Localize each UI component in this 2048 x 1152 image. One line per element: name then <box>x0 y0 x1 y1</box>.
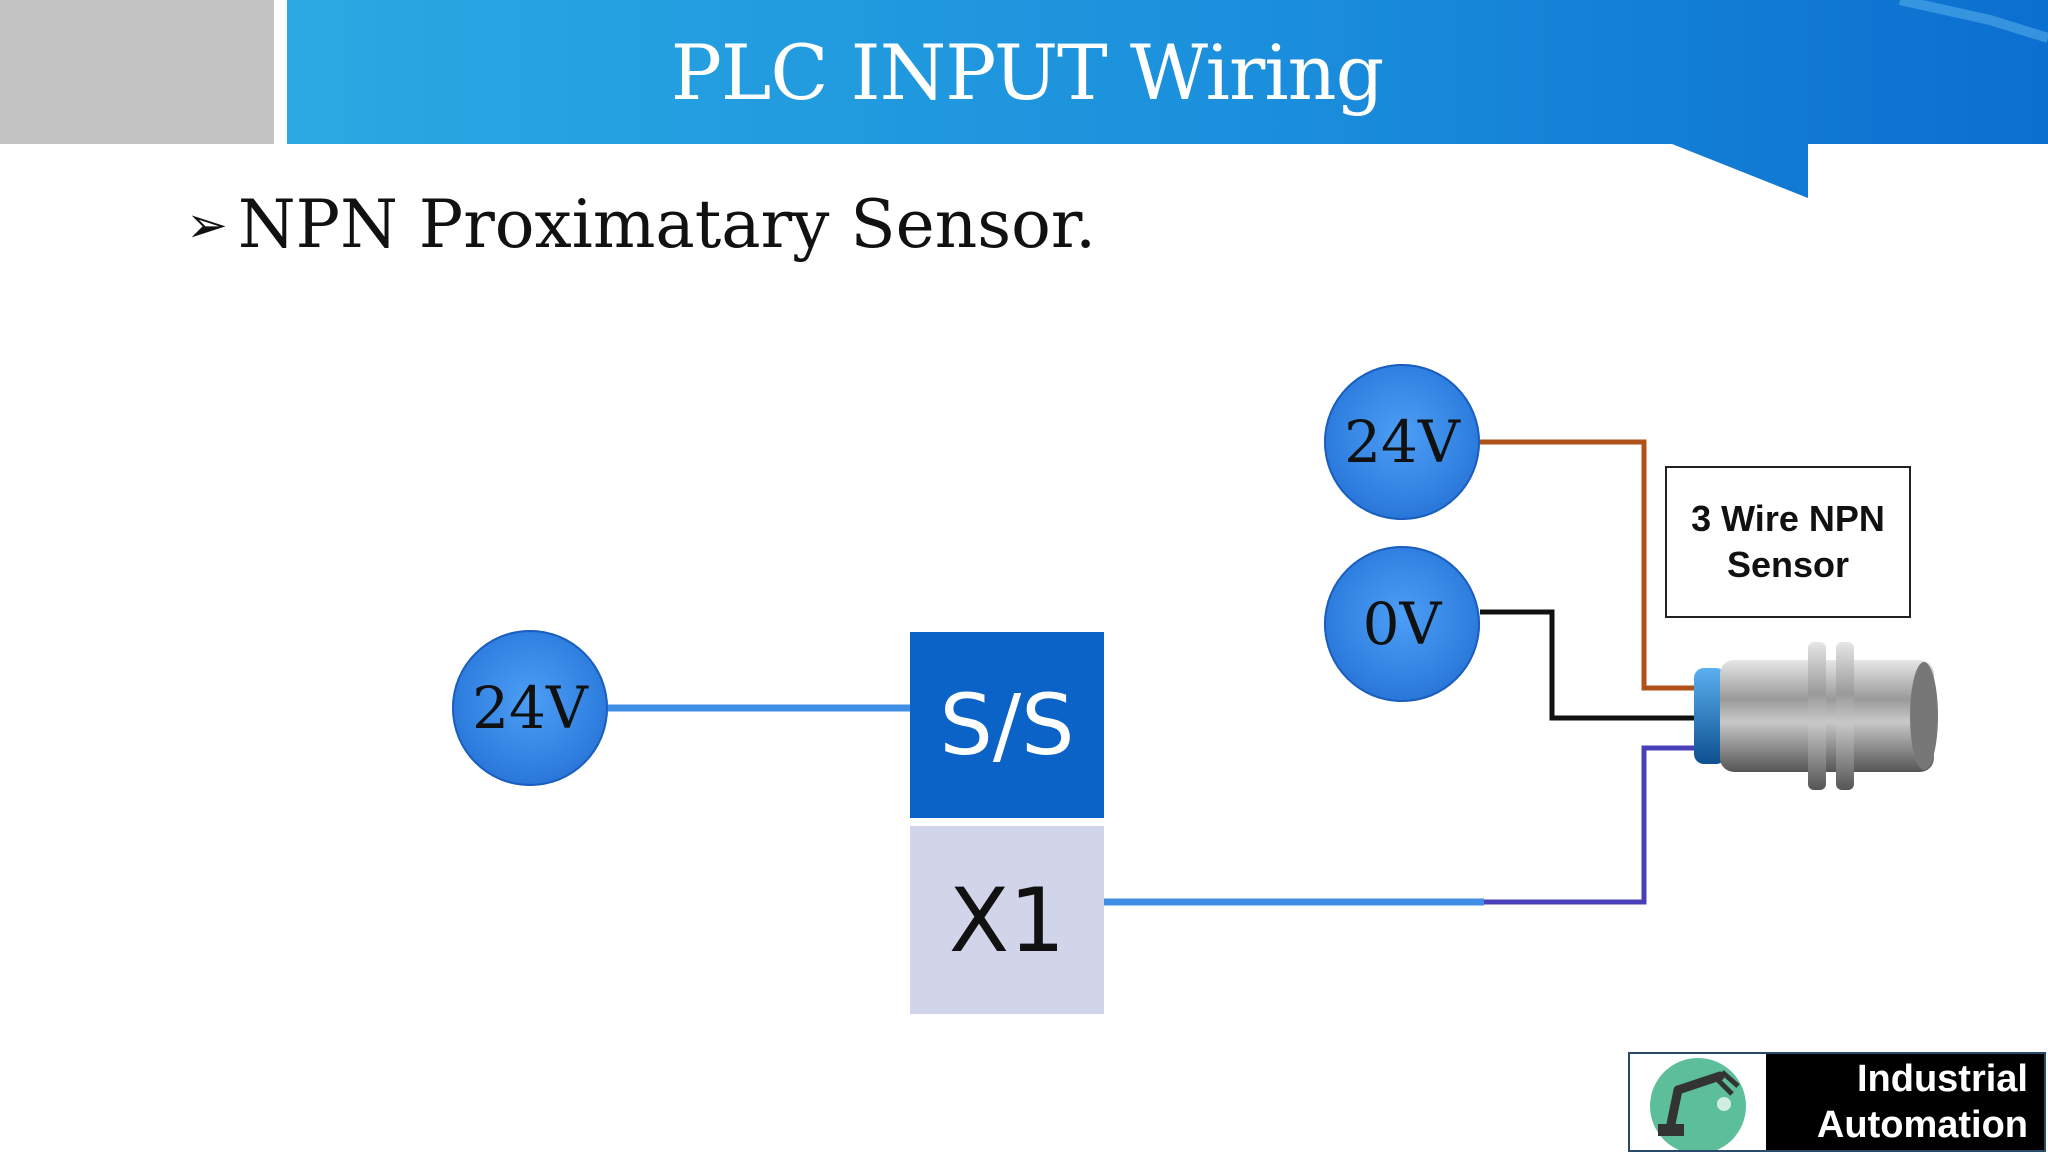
logo-line2: Automation <box>1816 1104 2028 1146</box>
wire-signal <box>1484 745 1700 905</box>
logo-icon-area <box>1630 1054 1766 1150</box>
sensor-label-line2: Sensor <box>1726 544 1850 585</box>
sensor-label-line1: 3 Wire NPN <box>1691 498 1885 539</box>
logo-text: Industrial Automation <box>1766 1054 2044 1150</box>
logo-line1: Industrial <box>1856 1058 2028 1100</box>
wire-brown <box>1480 439 1700 691</box>
page-title: PLC INPUT Wiring <box>670 27 1384 117</box>
proximity-sensor-icon <box>1694 642 1938 790</box>
node-24v-left: 24V <box>452 630 608 786</box>
node-0v-sensor: 0V <box>1324 546 1480 702</box>
bullet-arrow-icon: ➢ <box>186 195 228 254</box>
bullet-text: NPN Proximatary Sensor. <box>237 186 1097 263</box>
bullet-heading: ➢ NPN Proximatary Sensor. <box>186 186 1096 263</box>
sensor-label: 3 Wire NPN Sensor <box>1665 466 1911 618</box>
plc-terminal-x1: X1 <box>910 826 1104 1014</box>
channel-logo: Industrial Automation <box>1628 1052 2046 1152</box>
header-banner <box>287 0 2048 198</box>
header-gray-block <box>0 0 274 144</box>
robot-arm-icon <box>1650 1058 1746 1150</box>
node-24v-sensor: 24V <box>1324 364 1480 520</box>
wire-black <box>1480 609 1700 721</box>
plc-terminal-ss: S/S <box>910 632 1104 818</box>
